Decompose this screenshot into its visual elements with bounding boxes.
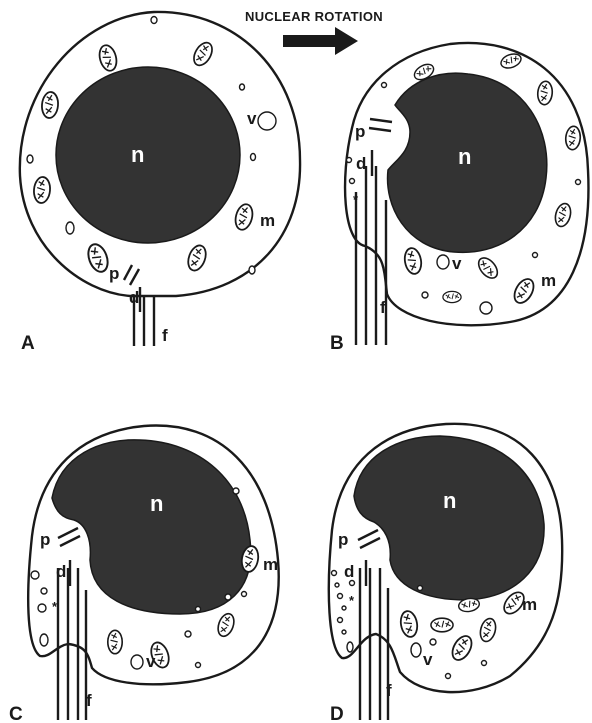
label-d-v: v bbox=[423, 650, 433, 669]
label-c-p: p bbox=[40, 530, 50, 549]
vesicle-d bbox=[342, 606, 346, 610]
vesicle-d bbox=[482, 661, 487, 666]
vesicle-d bbox=[338, 618, 343, 623]
label-a-f: f bbox=[162, 326, 168, 345]
vesicle-c bbox=[38, 604, 46, 612]
vesicle-d bbox=[418, 586, 423, 591]
vesicle-a bbox=[151, 17, 157, 24]
vesicle-d bbox=[430, 639, 436, 645]
mitochondrion-b-8 bbox=[443, 291, 461, 302]
vesicle-d bbox=[411, 643, 421, 657]
mitochondrion-d-2 bbox=[431, 618, 453, 632]
label-b-d: d bbox=[356, 154, 366, 173]
label-c-m: m bbox=[263, 555, 278, 574]
panel-a: n p d f m v A bbox=[20, 12, 300, 354]
vesicle-b bbox=[422, 292, 428, 298]
vesicle-a-large bbox=[258, 112, 276, 130]
panel-d: n p d * f m v D bbox=[329, 424, 562, 723]
panel-b-letter: B bbox=[330, 333, 344, 354]
vesicle-b bbox=[480, 302, 492, 314]
label-d-m: m bbox=[522, 595, 537, 614]
panel-a-letter: A bbox=[21, 333, 35, 354]
nucleus-b-label: n bbox=[458, 144, 471, 169]
vesicle-a bbox=[240, 84, 245, 90]
label-b-v: v bbox=[452, 254, 462, 273]
nuclear-rotation-title: NUCLEAR ROTATION bbox=[245, 9, 383, 24]
panel-c: n p d * f m v C bbox=[9, 426, 279, 723]
nucleus-d-label: n bbox=[443, 488, 456, 513]
vesicle-a bbox=[66, 222, 74, 234]
label-b-m: m bbox=[541, 271, 556, 290]
vesicle-d bbox=[338, 594, 343, 599]
vesicle-d bbox=[332, 571, 337, 576]
vesicle-b bbox=[533, 253, 538, 258]
vesicle-b bbox=[437, 255, 449, 269]
vesicle-a bbox=[251, 154, 256, 161]
panel-d-letter: D bbox=[330, 704, 344, 723]
vesicle-c bbox=[196, 607, 201, 612]
label-d-p: p bbox=[338, 530, 348, 549]
vesicle-d bbox=[335, 583, 339, 587]
vesicle-b bbox=[350, 179, 355, 184]
vesicle-c bbox=[233, 488, 239, 494]
vesicle-c bbox=[40, 634, 48, 646]
label-b-f: f bbox=[380, 298, 386, 317]
label-a-d: d bbox=[129, 288, 139, 307]
label-c-f: f bbox=[86, 691, 92, 710]
vesicle-c bbox=[196, 663, 201, 668]
vesicle-c bbox=[31, 571, 39, 579]
nucleus-a bbox=[56, 67, 240, 243]
nucleus-a-label: n bbox=[131, 142, 144, 167]
label-d-d: d bbox=[344, 562, 354, 581]
mitochondrion-c-3 bbox=[108, 630, 122, 653]
vesicle-c bbox=[242, 592, 247, 597]
label-a-v: v bbox=[247, 109, 257, 128]
label-b-p: p bbox=[355, 122, 365, 141]
vesicle-b bbox=[347, 158, 352, 163]
label-a-p: p bbox=[109, 264, 119, 283]
label-c-v: v bbox=[146, 652, 156, 671]
vesicle-c bbox=[131, 655, 143, 669]
vesicle-d bbox=[350, 581, 355, 586]
right-arrow-icon bbox=[283, 27, 358, 55]
panel-c-letter: C bbox=[9, 704, 23, 723]
vesicle-d bbox=[446, 674, 451, 679]
vesicle-d bbox=[347, 642, 353, 652]
vesicle-c bbox=[225, 594, 231, 600]
vesicle-c bbox=[41, 588, 47, 594]
vesicle-c bbox=[185, 631, 191, 637]
label-c-d: d bbox=[56, 562, 66, 581]
panel-b: n p d * f m v B bbox=[330, 43, 588, 354]
label-d-f: f bbox=[386, 681, 392, 700]
nucleus-c-label: n bbox=[150, 491, 163, 516]
vesicle-d bbox=[342, 630, 346, 634]
vesicle-a bbox=[27, 155, 33, 163]
vesicle-b bbox=[382, 83, 387, 88]
label-a-m: m bbox=[260, 211, 275, 230]
vesicle-b bbox=[576, 180, 581, 185]
vesicle-a bbox=[249, 266, 255, 274]
